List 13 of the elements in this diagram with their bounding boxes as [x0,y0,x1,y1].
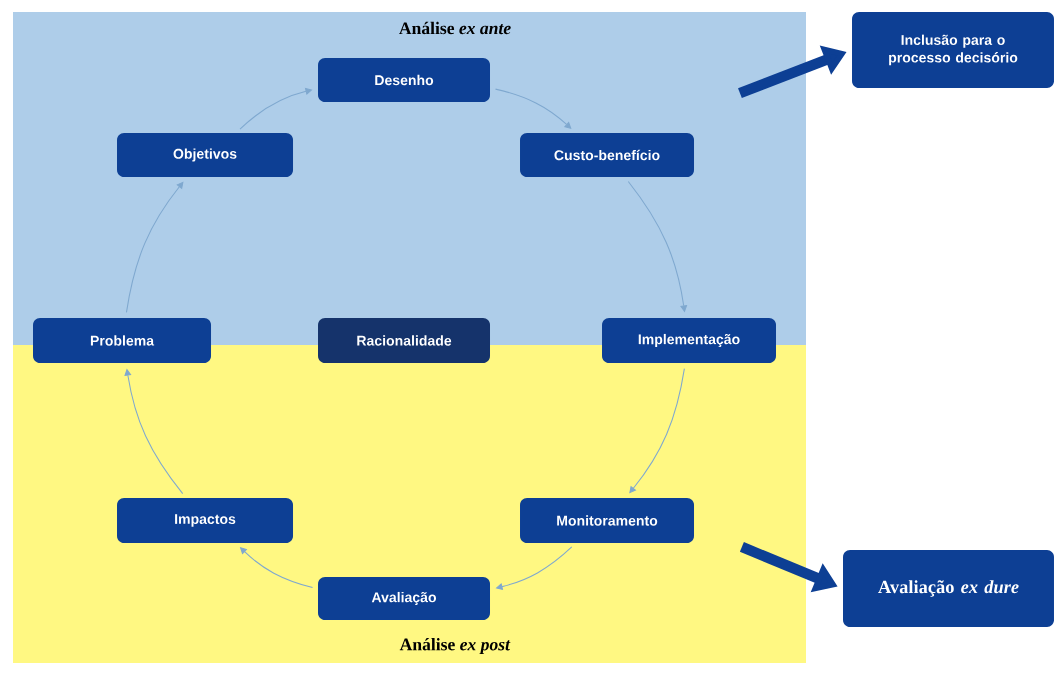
process-box: Racionalidade [318,318,490,363]
process-box: Avaliação [318,577,490,620]
process-box: Monitoramento [520,498,694,543]
process-box: Problema [33,318,211,363]
process-box: Inclusão para o processo decisório [852,12,1054,88]
process-box: Objetivos [117,133,293,177]
arrow [125,181,184,313]
arrow [629,368,685,494]
process-box: Avaliação ex dure [843,550,1054,627]
process-box: Implementação [602,318,776,363]
process-box: Custo-benefício [520,133,694,177]
process-box: Desenho [318,58,490,102]
process-box: Impactos [117,498,293,543]
